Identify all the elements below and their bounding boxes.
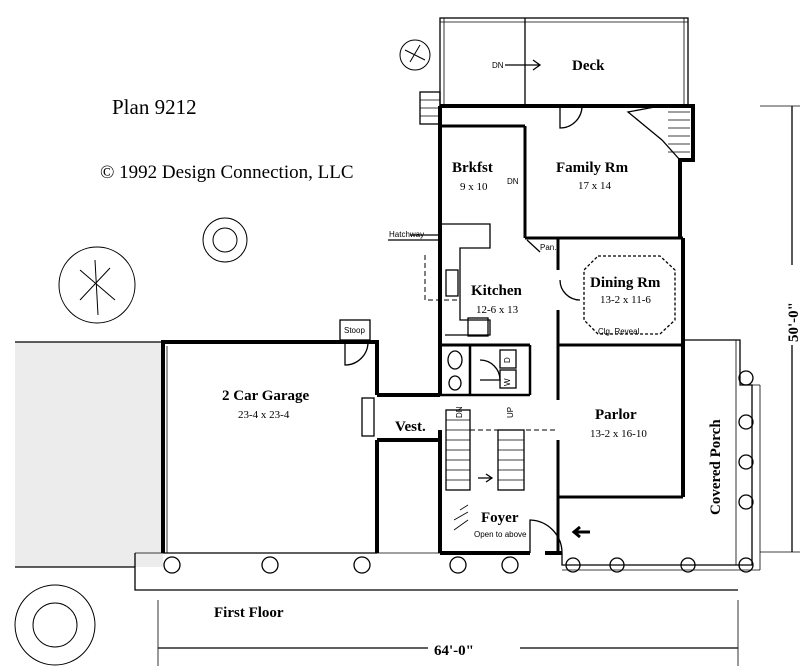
front-walk (134, 552, 738, 591)
tree-icon (14, 584, 96, 666)
depth-dimension-label: 50'-0" (786, 302, 800, 342)
room-size-garage: 23-4 x 23-4 (238, 409, 290, 421)
plan-title: Plan 9212 (112, 95, 197, 119)
garage-walls (161, 319, 440, 554)
room-label-foyer: Foyer (481, 510, 519, 526)
kitchen-fixtures (388, 223, 541, 391)
washer-label: W (503, 378, 512, 386)
room-label-family: Family Rm (556, 160, 629, 176)
room-label-dining: Dining Rm (590, 275, 661, 291)
room-label-kitchen: Kitchen (471, 283, 522, 299)
pantry-label: Pan. (540, 243, 556, 252)
room-label-garage: 2 Car Garage (222, 388, 310, 404)
stoop-label: Stoop (344, 326, 365, 335)
tree-icon (202, 217, 248, 263)
tree-icon (58, 246, 136, 324)
room-label-deck: Deck (572, 58, 605, 74)
floor-label: First Floor (214, 605, 284, 621)
fireplace (559, 105, 694, 161)
room-size-family: 17 x 14 (578, 180, 612, 192)
stair-up-label: UP (506, 407, 515, 418)
ceiling-reveal-label: Clg. Reveal (598, 327, 640, 336)
driveway (15, 341, 163, 568)
room-label-brkfst: Brkfst (452, 160, 493, 176)
room-label-porch: Covered Porch (708, 419, 724, 515)
room-size-parlor: 13-2 x 16-10 (590, 428, 647, 440)
deck-dn-label: DN (492, 61, 504, 70)
covered-porch (561, 339, 761, 573)
room-label-vest: Vest. (395, 419, 426, 435)
house-walls (438, 104, 695, 555)
ceiling-reveal (559, 255, 676, 335)
room-size-kitchen: 12-6 x 13 (476, 304, 519, 316)
room-size-dining: 13-2 x 11-6 (600, 294, 651, 306)
tree-icon (399, 39, 431, 71)
room-label-parlor: Parlor (595, 407, 637, 423)
width-dimension-label: 64'-0" (434, 643, 474, 659)
brkfst-dn-label: DN (507, 177, 519, 186)
hatchway-label: Hatchway (389, 230, 424, 239)
dryer-label: D (503, 357, 512, 363)
room-size-brkfst: 9 x 10 (460, 181, 488, 193)
stair-dn-label: DN (455, 406, 464, 418)
room-note-foyer: Open to above (474, 530, 527, 539)
copyright-notice: © 1992 Design Connection, LLC (100, 162, 354, 183)
staircase (445, 409, 590, 554)
